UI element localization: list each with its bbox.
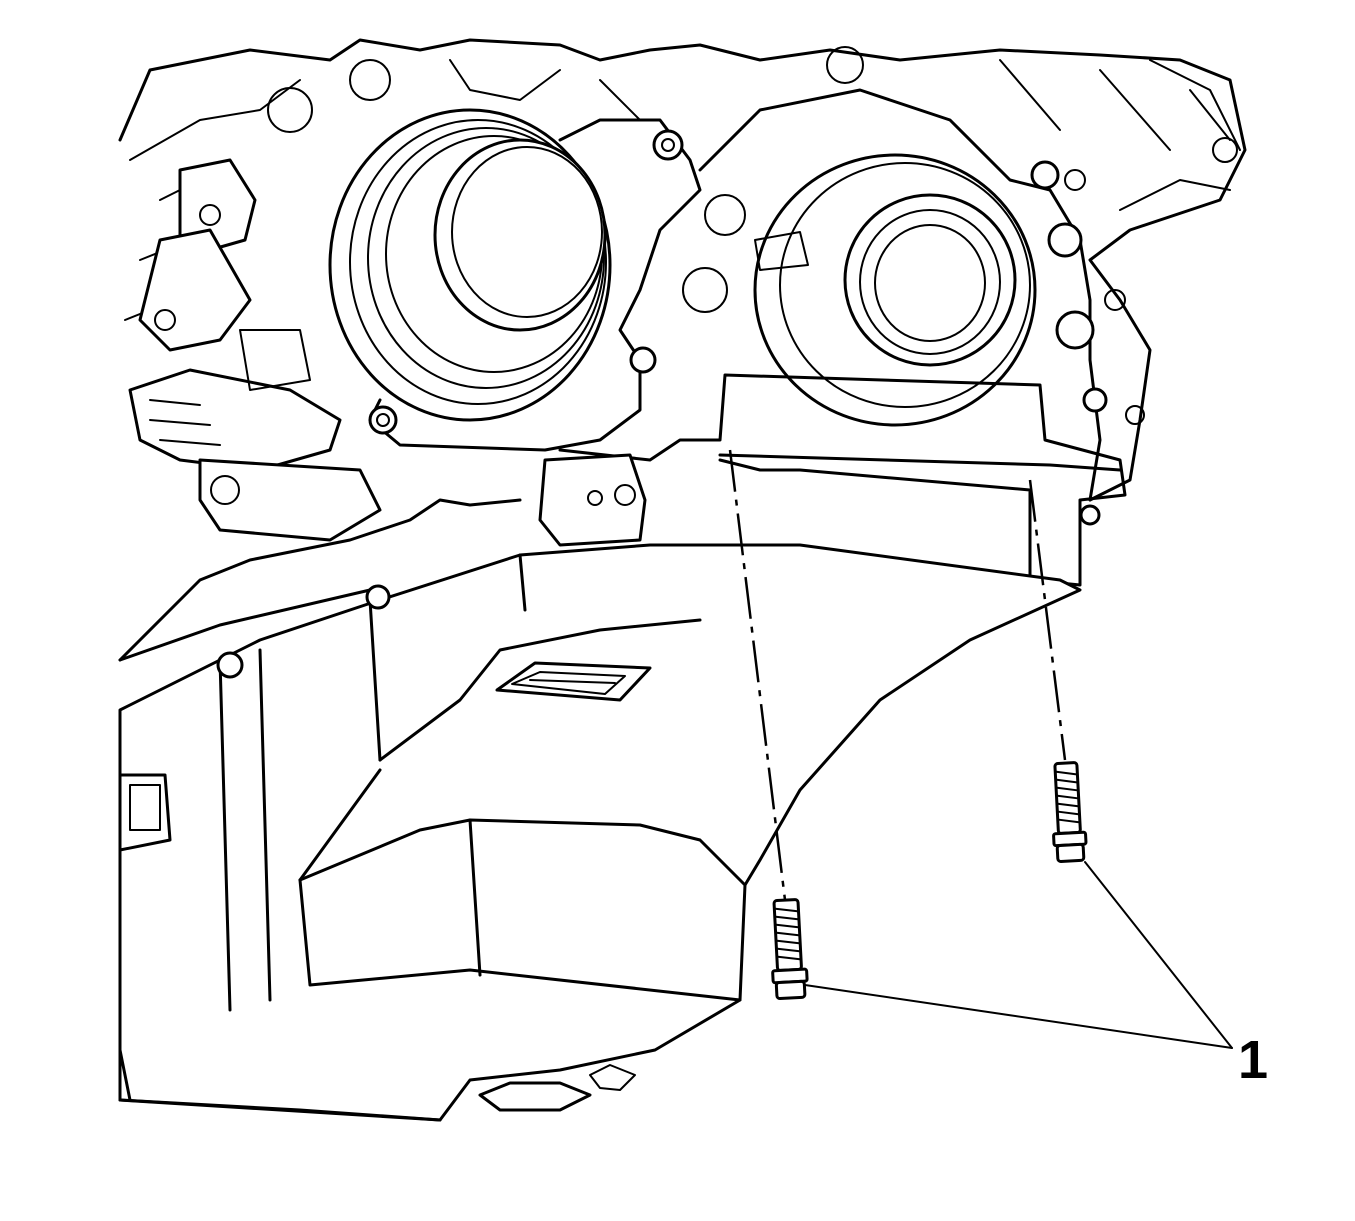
callout-leader-lines [804, 861, 1233, 1049]
bolt-left [771, 898, 809, 1001]
oil-pan-flange [118, 373, 1127, 662]
oil-pan [118, 543, 1082, 1122]
bolt-left-centerline [728, 449, 787, 901]
front-cover [368, 118, 746, 452]
callout-label-1: 1 [1238, 1030, 1268, 1090]
bolt-right [1052, 761, 1088, 863]
right-pulley [698, 88, 1108, 502]
ac-compressor [128, 158, 382, 542]
left-pulley [328, 108, 612, 422]
bolt-right-centerline [1028, 479, 1067, 761]
